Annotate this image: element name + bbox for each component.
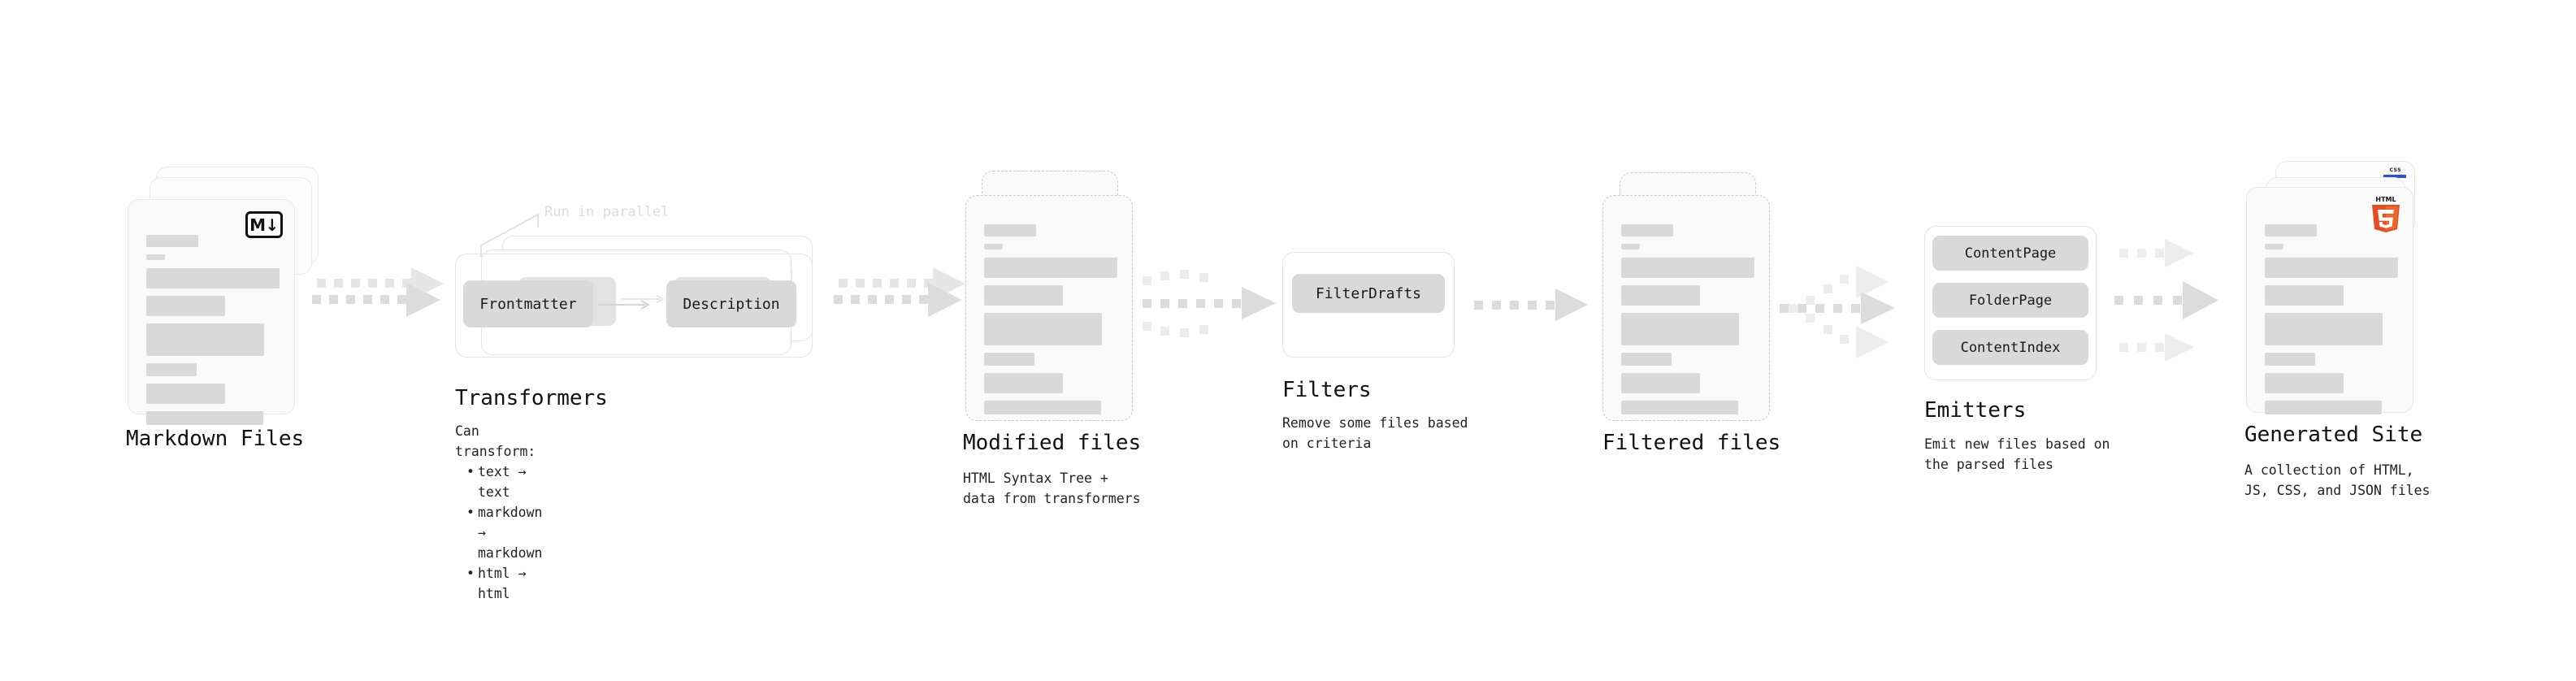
bar-line [984, 285, 1063, 306]
bar-title [984, 224, 1036, 236]
generated-site-title: Generated Site [2244, 423, 2423, 447]
transformers-bullets: Can transform: text → text markdown → ma… [455, 421, 542, 604]
transformers-title: Transformers [455, 386, 608, 410]
css-wordmark-text: CSS [2389, 167, 2401, 173]
bar-caption [1621, 244, 1640, 249]
modified-files-title: Modified files [963, 431, 1142, 455]
bar-line [984, 401, 1101, 414]
markdown-badge-text: M↓ [249, 215, 279, 235]
modified-card-bars [984, 224, 1117, 422]
emitters-title: Emitters [1924, 398, 2027, 423]
bar-line [146, 323, 264, 356]
transformer-pill-label: Frontmatter [479, 295, 577, 313]
svg-text:HTML: HTML [2375, 196, 2396, 203]
filtered-card-front [1602, 195, 1770, 421]
bar-line [1621, 401, 1738, 414]
filtered-files-title: Filtered files [1602, 431, 1781, 455]
bar-line [1621, 285, 1700, 306]
html5-badge-icon: HTML [2372, 196, 2400, 232]
emitter-pill-folderpage[interactable]: FolderPage [1932, 283, 2088, 318]
bar-line [2265, 285, 2344, 306]
filtered-card-bars [1621, 224, 1754, 422]
transformers-bullets-header: Can transform: [455, 423, 536, 459]
arrow-markdown-to-transformers [312, 267, 444, 317]
filters-subtitle: Remove some files based on criteria [1282, 415, 1468, 451]
markdown-card-bars [146, 235, 280, 432]
bar-line [2265, 373, 2344, 393]
bar-line [2265, 258, 2398, 278]
emitter-pill-label: ContentPage [1964, 245, 2057, 262]
bar-line [1621, 373, 1700, 393]
markdown-card-front: M↓ [128, 199, 295, 425]
modified-files-subtitle: HTML Syntax Tree + data from transformer… [963, 471, 1141, 506]
transformer-pill-description[interactable]: Description [666, 280, 796, 327]
transformers-box-front [455, 254, 813, 358]
bar-line [146, 363, 197, 376]
transformer-inner-arrow [598, 300, 650, 310]
bar-title [2265, 224, 2317, 236]
generated-site-subtitle: A collection of HTML, JS, CSS, and JSON … [2244, 462, 2431, 498]
css-badge-icon [2383, 175, 2406, 178]
arrow-filters-to-filtered [1474, 288, 1588, 321]
filter-pill-label: FilterDrafts [1315, 284, 1422, 302]
markdown-badge-icon: M↓ [245, 211, 283, 238]
bar-line [2265, 353, 2315, 366]
css-wordmark-icon: CSS [2390, 167, 2401, 173]
transformers-bullet-item: markdown → markdown [466, 502, 542, 563]
filter-pill-filterdrafts[interactable]: FilterDrafts [1292, 274, 1445, 313]
bar-caption [146, 254, 165, 260]
emitter-pill-contentindex[interactable]: ContentIndex [1932, 330, 2088, 365]
emitter-pill-label: ContentIndex [1960, 339, 2061, 356]
arrow-filtered-to-emitters [1780, 266, 1895, 358]
bar-line [146, 411, 263, 425]
run-in-parallel-leader [480, 213, 539, 257]
bar-line [984, 373, 1063, 393]
transformers-bullet-item: html → html [466, 563, 542, 604]
bar-caption [984, 244, 1003, 249]
arrow-emitters-to-site [2114, 239, 2218, 362]
bar-line [984, 258, 1117, 278]
emitters-subtitle: Emit new files based on the parsed files [1924, 436, 2110, 472]
bar-line [1621, 353, 1672, 366]
arrow-modified-to-filters [1143, 270, 1276, 337]
bar-title [146, 235, 198, 247]
transformers-bullet-item: text → text [466, 462, 542, 502]
markdown-files-title: Markdown Files [126, 427, 305, 451]
bar-line [1621, 258, 1754, 278]
bar-line [146, 384, 225, 404]
transformer-pill-frontmatter[interactable]: Frontmatter [463, 280, 593, 327]
bar-line [146, 296, 225, 316]
transformer-pill-label: Description [683, 295, 780, 313]
modified-card-front [965, 195, 1133, 421]
bar-line [1621, 313, 1739, 345]
bar-line [2265, 313, 2383, 345]
site-card-front-html: HTML [2246, 187, 2413, 414]
bar-line [146, 268, 280, 288]
bar-caption [2265, 244, 2283, 249]
bar-line [984, 353, 1034, 366]
bar-title [1621, 224, 1673, 236]
run-in-parallel-label: Run in parallel [544, 204, 670, 220]
filters-title: Filters [1282, 378, 1372, 402]
emitter-pill-label: FolderPage [1968, 292, 2053, 309]
bar-line [2265, 401, 2382, 414]
site-card-bars [2265, 224, 2398, 422]
emitter-pill-contentpage[interactable]: ContentPage [1932, 236, 2088, 271]
bar-line [984, 313, 1102, 345]
arrow-transformers-to-modified [834, 267, 965, 317]
transformer-inner-arrow-ghost [621, 294, 665, 304]
